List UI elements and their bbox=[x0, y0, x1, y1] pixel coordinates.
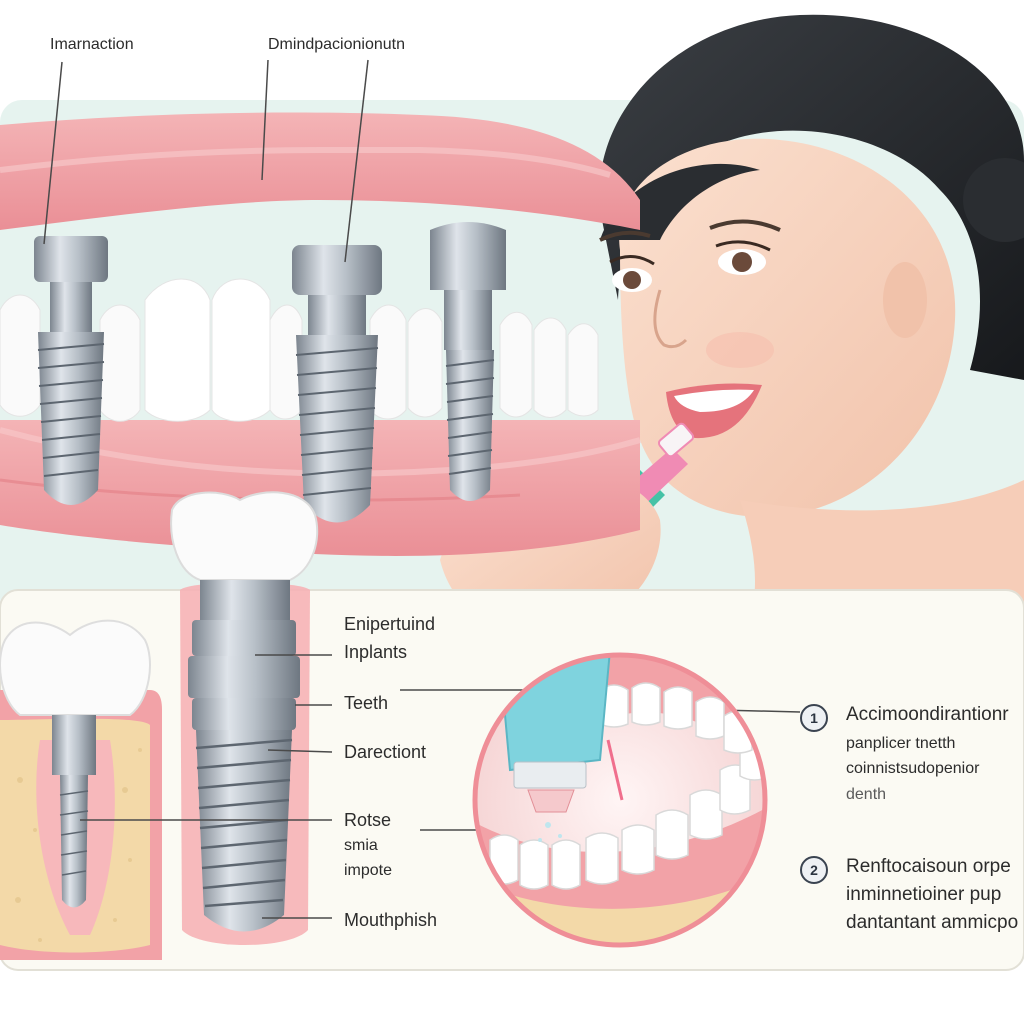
magnified-lens bbox=[472, 652, 768, 948]
label-smia: smia bbox=[344, 837, 378, 854]
label-teeth: Teeth bbox=[344, 693, 389, 713]
dental-implant-icon bbox=[430, 222, 506, 501]
top-leader-lines bbox=[43, 59, 369, 263]
woman-illustration bbox=[599, 14, 1024, 640]
step-2-line-3: dantantant ammicpo bbox=[846, 912, 1019, 933]
label-implant-1: Enipertuind bbox=[344, 614, 436, 634]
step-1-line-4: denth bbox=[846, 786, 887, 803]
dental-implant-icon bbox=[34, 236, 108, 505]
label-direction: Darectiont bbox=[344, 742, 427, 762]
label-mouthphish: Mouthphish bbox=[344, 910, 438, 930]
tooth-cross-section bbox=[0, 619, 162, 960]
step-2-line-1: Renftocaisoun orpe bbox=[846, 856, 1011, 877]
label-implant-2: Inplants bbox=[344, 642, 408, 662]
label-top-center: Dmindpacionionutn bbox=[268, 36, 405, 53]
step-2-badge: 2 bbox=[800, 856, 828, 884]
step-1-line-3: coinnistsudopenior bbox=[846, 760, 980, 777]
label-top-left: Imarnaction bbox=[50, 36, 134, 53]
step-1-badge: 1 bbox=[800, 704, 828, 732]
label-rotse: Rotse bbox=[344, 810, 392, 830]
teeth-row bbox=[0, 278, 599, 422]
label-impote: impote bbox=[344, 862, 393, 879]
step-1-line-2: panplicer tnetth bbox=[846, 735, 956, 752]
step-2-line-2: inminnetioiner pup bbox=[846, 884, 1002, 905]
large-implant bbox=[180, 580, 310, 945]
crown-icon bbox=[170, 491, 319, 581]
step-1-line-1: Accimoondirantionr bbox=[846, 704, 1009, 725]
dental-implant-icon bbox=[292, 245, 382, 523]
